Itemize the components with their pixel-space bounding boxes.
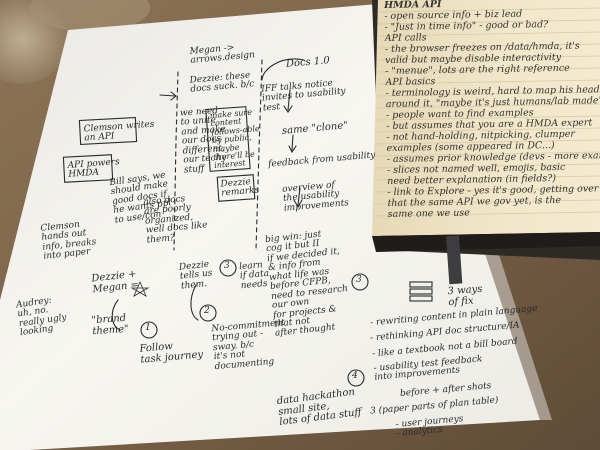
note-also-docs: also docs are poorly organized, well doc… <box>143 193 209 245</box>
marker-5-label: 4 <box>352 371 358 381</box>
marker-4 <box>351 273 369 291</box>
box-dezzie-remarks <box>216 174 256 202</box>
marker-4-label: 3 <box>356 275 362 285</box>
note-overview: overview of the usability improvements <box>282 180 349 214</box>
note-learn-data: learn if data needs <box>239 260 271 292</box>
note-make-content: make sure content follows-able by public… <box>209 108 263 171</box>
note-ways: 3 ways of fix <box>447 284 483 308</box>
notebook-edge <box>372 232 600 252</box>
box-hmda <box>62 154 114 183</box>
marker-2-label: 2 <box>204 306 210 316</box>
bookmark-ribbon <box>446 235 463 285</box>
cup-blur-2 <box>30 0 150 32</box>
note-big-win: big win: just cog it but II if we decide… <box>265 228 352 339</box>
notebook-text-block: HMDA API - open source info + biz lead -… <box>384 0 600 220</box>
note-clemson-hands: Clemson hands out info, breaks into pape… <box>40 219 98 262</box>
notebook-rules <box>372 7 600 217</box>
note-brand-theme: "brand theme" <box>91 313 129 337</box>
marker-3 <box>219 259 237 277</box>
sketch-drawings <box>62 58 433 387</box>
box-dezzie-text: Dezzie remarks <box>220 177 259 199</box>
marker-2 <box>199 304 217 322</box>
box-clemson <box>78 116 138 146</box>
marker-5 <box>347 369 365 387</box>
note-dezzie-tells: Dezzie tells us them. <box>179 260 214 292</box>
marker-1-label: 1 <box>145 323 151 333</box>
box-make-content <box>205 106 251 172</box>
note-audrey: Audrey: uh, no. really ugly looking <box>15 295 69 339</box>
marker-1 <box>140 321 158 339</box>
marker-3-label: 3 <box>224 261 230 271</box>
